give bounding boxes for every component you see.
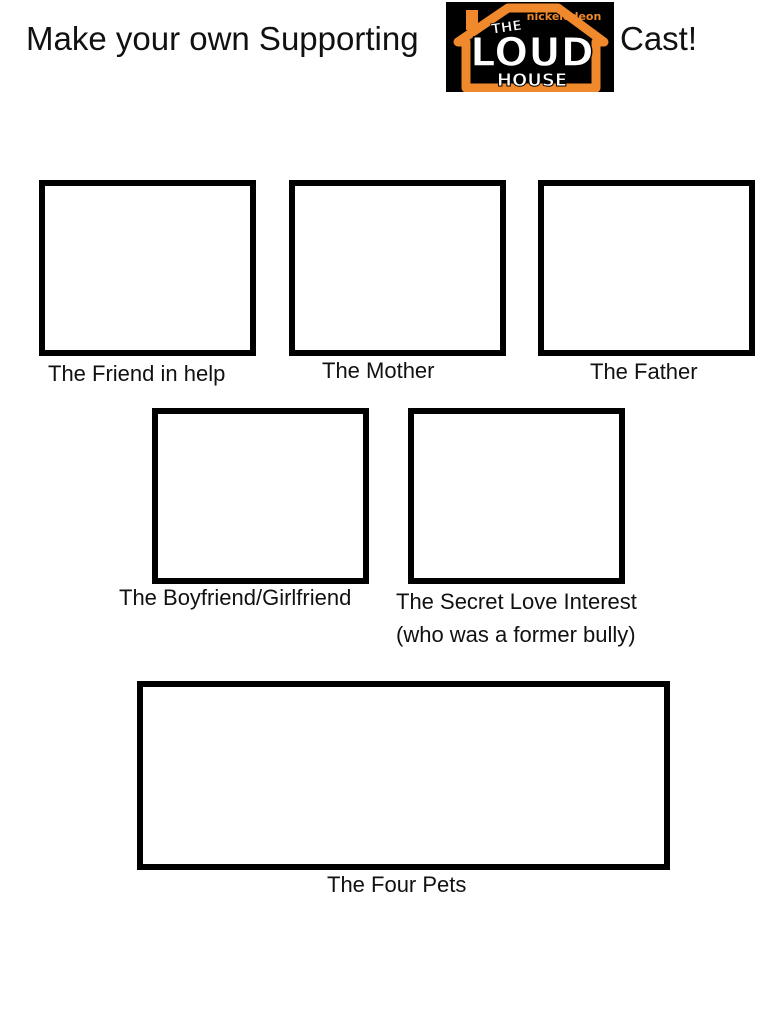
label-secret-love-interest-line1: The Secret Love Interest bbox=[396, 589, 637, 614]
svg-text:LOUD: LOUD bbox=[470, 30, 594, 76]
label-four-pets: The Four Pets bbox=[327, 872, 467, 897]
label-secret-love-interest-line2: (who was a former bully) bbox=[396, 622, 636, 647]
svg-text:HOUSE: HOUSE bbox=[497, 70, 567, 91]
frame-four-pets[interactable] bbox=[137, 681, 670, 870]
frame-secret-love-interest[interactable] bbox=[408, 408, 625, 584]
svg-text:nickelodeon: nickelodeon bbox=[527, 10, 602, 23]
label-father: The Father bbox=[590, 359, 698, 384]
page-title-left: Make your own Supporting bbox=[26, 20, 419, 57]
frame-mother[interactable] bbox=[289, 180, 506, 356]
frame-boyfriend-girlfriend[interactable] bbox=[152, 408, 369, 584]
svg-text:THE: THE bbox=[490, 18, 523, 38]
label-boyfriend-girlfriend: The Boyfriend/Girlfriend bbox=[119, 585, 352, 610]
label-mother: The Mother bbox=[322, 358, 435, 383]
frame-father[interactable] bbox=[538, 180, 755, 356]
loud-house-logo: nickelodeon THE LOUD HOUSE bbox=[446, 2, 614, 93]
house-logo-icon: nickelodeon THE LOUD HOUSE bbox=[446, 2, 614, 93]
frame-friend[interactable] bbox=[39, 180, 256, 356]
label-friend: The Friend in help bbox=[48, 361, 226, 386]
page-title-right: Cast! bbox=[620, 20, 698, 57]
